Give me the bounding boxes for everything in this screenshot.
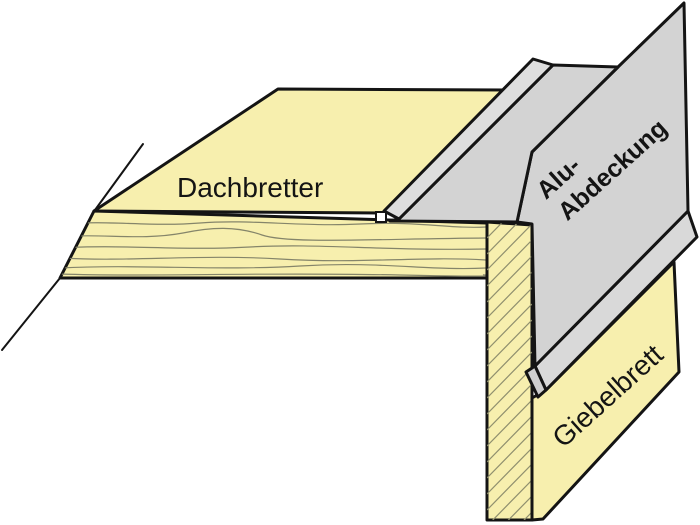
roof-slope-extension-line-lower [1,277,61,351]
alu-standing-lip [382,57,555,221]
alu-hem-end-detail [375,211,387,223]
gable-board-hatch-lines [487,222,532,520]
roof-slope-extension-line-upper [94,143,144,211]
alu-vertical-face [515,1,690,368]
alu-drip-edge-end-cap [524,364,548,399]
label-roof-boards: Dachbretter [177,172,323,203]
wood-grain-lines [60,221,487,277]
